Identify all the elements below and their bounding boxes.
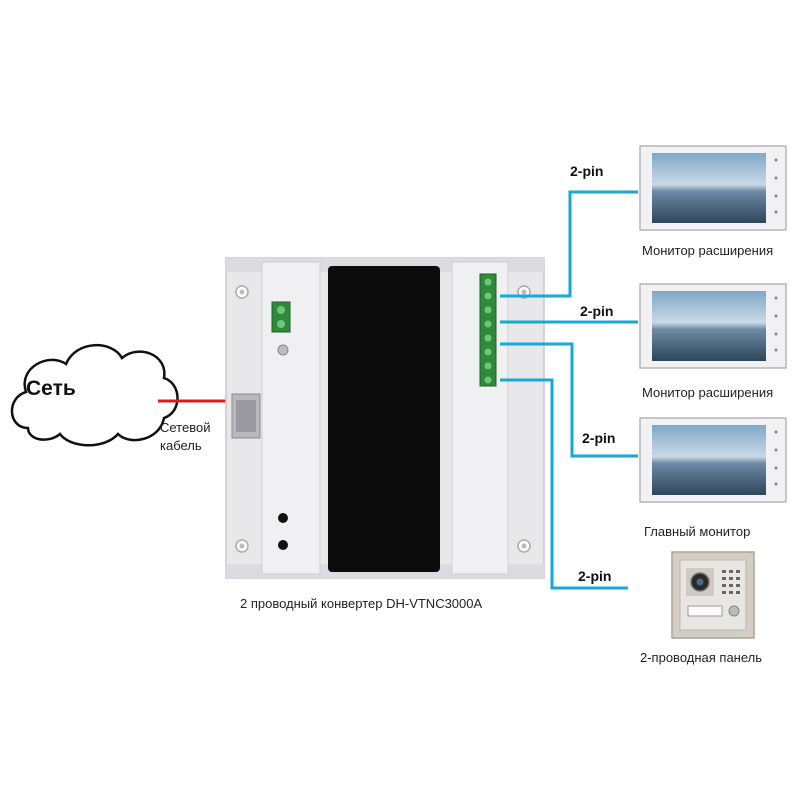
device-label-4: 2-проводная панель — [640, 650, 763, 665]
wire-expansion-monitor-1 — [500, 190, 638, 298]
converter-caption: 2 проводный конвертер DH-VTNC3000A — [240, 596, 483, 611]
device-label-3: Главный монитор — [644, 524, 751, 539]
pin-label-4: 2-pin — [578, 568, 612, 584]
converter-unit — [225, 257, 545, 579]
cable-label-line2: кабель — [160, 438, 202, 453]
network-label: Сеть — [26, 377, 76, 400]
network-cloud — [10, 344, 179, 447]
cable-label-line1: Сетевой — [160, 420, 211, 435]
device-label-1: Монитор расширения — [642, 243, 774, 258]
expansion-monitor-2 — [639, 283, 787, 369]
expansion-monitor-1 — [639, 145, 787, 231]
main-monitor — [639, 417, 787, 503]
wire-door-panel — [500, 378, 628, 590]
pin-label-1: 2-pin — [570, 163, 604, 179]
pin-label-2: 2-pin — [580, 303, 614, 319]
door-panel — [671, 551, 755, 639]
device-label-2: Монитор расширения — [642, 385, 774, 400]
pin-label-3: 2-pin — [582, 430, 616, 446]
wiring — [500, 190, 638, 590]
wire-main-monitor — [500, 342, 638, 458]
